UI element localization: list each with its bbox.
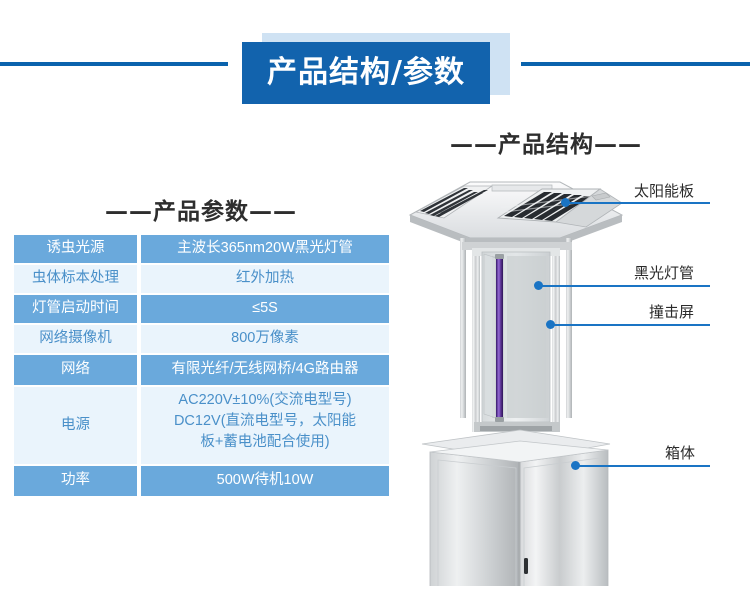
callout-label-solar-panel: 太阳能板 xyxy=(634,182,695,200)
callout-dot-cabinet xyxy=(571,461,580,470)
param-label: 网络 xyxy=(14,355,137,385)
param-value: ≤5S xyxy=(141,295,389,323)
callout-dot-blacklight-tube xyxy=(534,281,543,290)
param-value: 红外加热 xyxy=(141,265,389,293)
callout-label-blacklight-tube: 黑光灯管 xyxy=(634,264,695,282)
table-row: 虫体标本处理 红外加热 xyxy=(14,265,389,293)
param-label: 功率 xyxy=(14,466,137,496)
table-row: 灯管启动时间 ≤5S xyxy=(14,295,389,323)
table-row: 诱虫光源 主波长365nm20W黑光灯管 xyxy=(14,235,389,263)
insect-trap-device-image xyxy=(408,181,624,591)
callout-label-cabinet: 箱体 xyxy=(665,444,696,462)
page-header-banner: 产品结构/参数 xyxy=(0,0,750,120)
param-value: AC220V±10%(交流电型号) DC12V(直流电型号，太阳能 板+蓄电池配… xyxy=(141,387,389,464)
banner-rule-right xyxy=(521,62,750,66)
callout-label-impact-screen: 撞击屏 xyxy=(649,303,695,321)
product-parameters-table: 诱虫光源 主波长365nm20W黑光灯管 虫体标本处理 红外加热 灯管启动时间 … xyxy=(14,235,389,498)
callout-line-solar-panel xyxy=(568,202,710,204)
callout-dot-solar-panel xyxy=(561,198,570,207)
banner-rule-left xyxy=(0,62,228,66)
product-illustration xyxy=(400,160,630,591)
table-row: 功率 500W待机10W xyxy=(14,466,389,496)
param-value: 800万像素 xyxy=(141,325,389,353)
callout-line-impact-screen xyxy=(553,324,710,326)
table-row: 网络 有限光纤/无线网桥/4G路由器 xyxy=(14,355,389,385)
param-label: 电源 xyxy=(14,387,137,464)
param-value: 主波长365nm20W黑光灯管 xyxy=(141,235,389,263)
param-label: 网络摄像机 xyxy=(14,325,137,353)
param-label: 虫体标本处理 xyxy=(14,265,137,293)
page-title: 产品结构/参数 xyxy=(267,55,465,90)
table-row: 网络摄像机 800万像素 xyxy=(14,325,389,353)
table-row: 电源 AC220V±10%(交流电型号) DC12V(直流电型号，太阳能 板+蓄… xyxy=(14,387,389,464)
callout-dot-impact-screen xyxy=(546,320,555,329)
callout-line-cabinet xyxy=(578,465,710,467)
product-parameters-heading: ——产品参数—— xyxy=(105,199,297,225)
callout-line-blacklight-tube xyxy=(541,285,710,287)
product-structure-heading: ——产品结构—— xyxy=(450,132,642,158)
param-label: 灯管启动时间 xyxy=(14,295,137,323)
param-value: 500W待机10W xyxy=(141,466,389,496)
banner-title-box: 产品结构/参数 xyxy=(242,42,490,104)
param-value: 有限光纤/无线网桥/4G路由器 xyxy=(141,355,389,385)
param-label: 诱虫光源 xyxy=(14,235,137,263)
